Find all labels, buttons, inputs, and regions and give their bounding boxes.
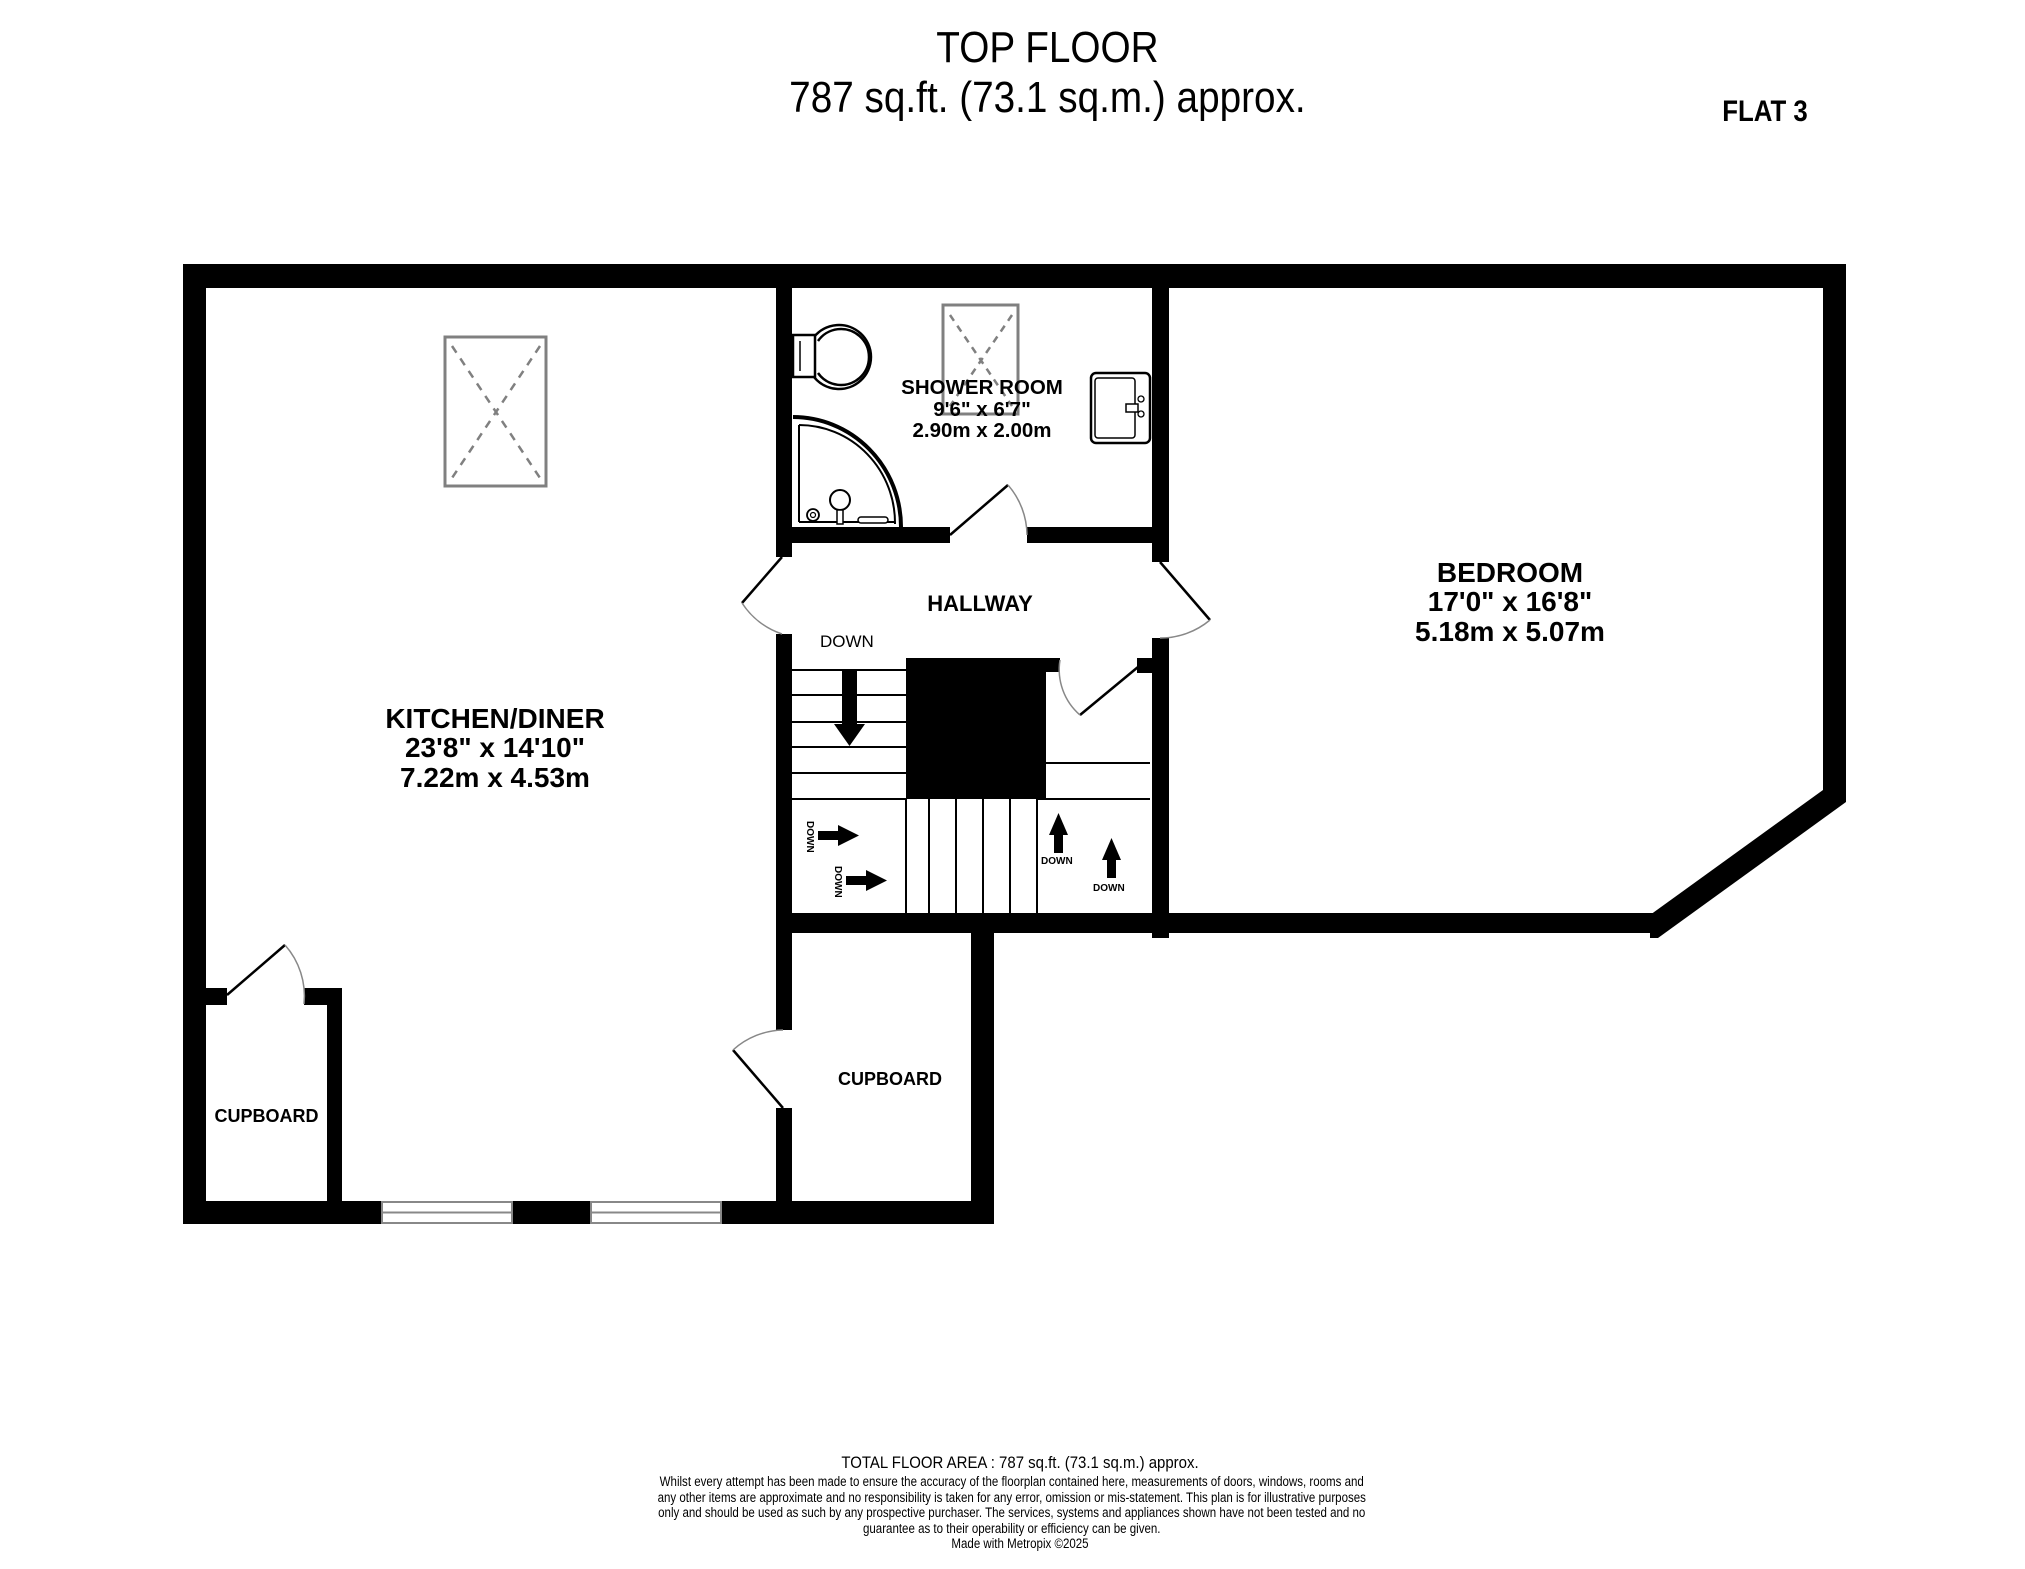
floor-title: TOP FLOOR [936, 23, 1159, 72]
made-with-credit: Made with Metropix ©2025 [951, 1536, 1089, 1551]
windows [381, 1201, 722, 1224]
room-label-bedroom: BEDROOM 17'0" x 16'8" 5.18m x 5.07m [1385, 557, 1635, 647]
staircase [792, 669, 1150, 913]
stair-label-down: DOWN [1041, 856, 1073, 867]
room-name: BEDROOM [1436, 557, 1584, 588]
room-name: CUPBOARD [837, 1069, 942, 1089]
door-shower-room[interactable] [949, 484, 1028, 536]
toilet-icon [791, 323, 873, 391]
room-dimensions-imperial: 9'6" x 6'7" [933, 397, 1031, 421]
skylight-icon [443, 335, 548, 488]
arrow-up-icon [1102, 838, 1121, 878]
wall-bedroom-diagonal [1650, 790, 1846, 938]
room-label-cupboard-middle: CUPBOARD [810, 1070, 970, 1089]
arrow-down-icon [834, 671, 865, 746]
room-dimensions-metric: 2.90m x 2.00m [912, 419, 1052, 443]
stair-label-down-main: DOWN [820, 632, 874, 651]
stair-core-block [906, 658, 1060, 799]
arrow-right-icon [818, 825, 859, 846]
stair-label-down: DOWN [832, 866, 843, 898]
room-name: HALLWAY [927, 591, 1033, 616]
unit-label: FLAT 3 [1722, 95, 1808, 128]
stair-label-down: DOWN [1093, 883, 1125, 894]
floor-area: 787 sq.ft. (73.1 sq.m.) approx. [789, 73, 1306, 122]
wall-cupboard-left-right [327, 988, 342, 1224]
wall-post [1137, 658, 1152, 673]
wall-bottom-2 [512, 1201, 591, 1224]
wall-hall-left-mid [776, 634, 792, 1030]
room-label-hallway: HALLWAY [900, 592, 1060, 615]
window-1 [381, 1201, 513, 1224]
room-dimensions-imperial: 17'0" x 16'8" [1427, 586, 1593, 618]
wall-bedroom-right [1823, 264, 1846, 799]
room-name: KITCHEN/DINER [385, 703, 605, 734]
walls [183, 264, 1846, 1224]
shower-tray-icon [792, 415, 903, 528]
wall-bottom-3 [721, 1201, 994, 1224]
wall-cupboard-right [971, 913, 994, 1224]
room-name: SHOWER ROOM [901, 376, 1063, 399]
door-kitchen[interactable] [741, 556, 783, 635]
room-dimensions-metric: 5.18m x 5.07m [1415, 615, 1605, 647]
room-label-kitchen: KITCHEN/DINER 23'8" x 14'10" 7.22m x 4.5… [370, 703, 620, 793]
wall-stair-bottom [776, 913, 1658, 933]
footer: TOTAL FLOOR AREA : 787 sq.ft. (73.1 sq.m… [658, 1452, 1380, 1552]
disclaimer: Whilst every attempt has been made to en… [657, 1474, 1366, 1536]
door-cupboard-left[interactable] [226, 944, 306, 1005]
door-stair-landing[interactable] [1058, 659, 1139, 716]
stair-label-down: DOWN [804, 821, 815, 853]
arrow-up-icon [1049, 813, 1068, 853]
window-2 [590, 1201, 722, 1224]
room-label-cupboard-left: CUPBOARD [206, 1107, 327, 1126]
room-dimensions-metric: 7.22m x 4.53m [400, 761, 590, 793]
room-name: CUPBOARD [214, 1106, 319, 1126]
wall-shower-bottom-left [776, 527, 950, 543]
wall-bedroom-left-lower [1152, 638, 1169, 938]
wall-shower-bottom-right [1027, 527, 1167, 543]
arrow-right-icon [846, 870, 887, 891]
wall-top [183, 264, 1846, 288]
sink-icon [1089, 371, 1152, 445]
wall-cupboard-left-stub-a [206, 988, 227, 1005]
door-cupboard-middle[interactable] [732, 1029, 784, 1109]
room-label-shower-room: SHOWER ROOM 9'6" x 6'7" 2.90m x 2.00m [882, 377, 1082, 442]
wall-hall-left-upper [776, 264, 792, 557]
wall-hall-left-lower [776, 1108, 792, 1224]
wall-bedroom-left-upper [1152, 264, 1169, 562]
wall-left [183, 264, 206, 1224]
wall-bottom-1 [183, 1201, 382, 1224]
skylight-icon [941, 303, 1020, 416]
total-floor-area: TOTAL FLOOR AREA : 787 sq.ft. (73.1 sq.m… [841, 1453, 1199, 1472]
room-dimensions-imperial: 23'8" x 14'10" [404, 732, 585, 764]
door-bedroom[interactable] [1159, 561, 1211, 639]
doors [226, 484, 1211, 1109]
